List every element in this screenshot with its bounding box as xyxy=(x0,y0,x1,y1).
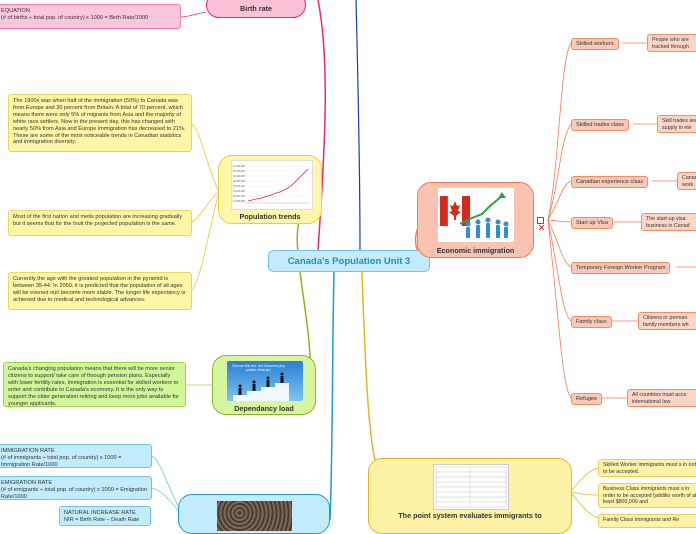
mindmap-connectors xyxy=(151,0,696,520)
population-trends-topic[interactable]: 31,000,000 30,000,000 29,000,000 28,000,… xyxy=(218,155,322,224)
trends-immigration-note[interactable]: The 1900s was when half of the immigrati… xyxy=(8,94,192,152)
birth-rate-title: Birth rate xyxy=(240,4,272,13)
central-topic[interactable]: Canada's Population Unit 3 xyxy=(268,250,430,272)
canadian-experience-note[interactable]: Canad work xyxy=(677,172,696,190)
y-tick: 30,000,000 xyxy=(233,170,246,173)
population-trend-line xyxy=(247,168,309,202)
class-skilled-trades[interactable]: Skilled trades class xyxy=(571,119,629,131)
dependancy-load-title: Dependancy load xyxy=(234,404,294,413)
point-system-topic[interactable]: The point system evaluates immigrants to xyxy=(368,458,572,534)
class-temporary-foreign-worker[interactable]: Temporary Foreign Worker Program xyxy=(571,262,671,274)
y-tick: 27,000,000 xyxy=(233,185,246,188)
point-business-class-note[interactable]: Business Class immigrants must s in orde… xyxy=(598,483,696,508)
point-system-title: The point system evaluates immigrants to xyxy=(398,511,542,520)
birth-rate-topic[interactable]: Birth rate xyxy=(206,0,306,18)
migration-topic[interactable] xyxy=(178,494,330,534)
dependancy-image: Remove this text: Get Outcomes (top port… xyxy=(227,361,303,401)
collapse-toggle-icon[interactable] xyxy=(537,217,545,231)
y-tick: 31,000,000 xyxy=(233,165,246,168)
dependancy-image-caption: Remove this text: Get Outcomes (top port… xyxy=(232,364,285,372)
population-line-chart: 31,000,000 30,000,000 29,000,000 28,000,… xyxy=(233,165,310,204)
start-up-visa-note[interactable]: The start-up visa business in Canad xyxy=(641,213,696,231)
dependancy-load-note[interactable]: Canada's changing population means that … xyxy=(3,362,186,407)
economic-immigration-topic[interactable]: Economic immigration xyxy=(417,182,534,258)
economic-immigration-title: Economic immigration xyxy=(436,246,515,255)
steps-people-icon xyxy=(233,372,289,401)
y-tick: 25,000,000 xyxy=(233,195,246,198)
trends-age-pyramid-note[interactable]: Currently the age with the greatest popu… xyxy=(8,272,192,310)
birth-rate-equation-note[interactable]: EQUATION (# of births ÷ total pop. of co… xyxy=(0,4,181,29)
canada-flag-icon xyxy=(440,192,509,238)
y-tick: 24,000,000 xyxy=(233,200,246,203)
class-start-up-visa[interactable]: Start up Visa xyxy=(571,217,613,229)
population-trends-title: Population trends xyxy=(239,212,301,221)
y-tick: 28,000,000 xyxy=(233,180,246,183)
point-table-icon xyxy=(435,466,507,508)
natural-increase-note[interactable]: NATURAL INCREASE RATE NIR = Birth Rate –… xyxy=(59,506,151,526)
y-tick: 29,000,000 xyxy=(233,175,246,178)
point-family-class-note[interactable]: Family Class immigrants and Re xyxy=(598,514,696,528)
dependancy-load-topic[interactable]: Remove this text: Get Outcomes (top port… xyxy=(212,355,316,415)
skilled-trades-note[interactable]: Skill trades are supply in ele xyxy=(657,115,696,133)
trends-first-nations-note[interactable]: Most of the first nation and metis popul… xyxy=(8,210,192,236)
class-family[interactable]: Family class xyxy=(571,316,612,328)
point-skilled-worker-note[interactable]: Skilled Worker immigrants must s in orde… xyxy=(598,459,696,477)
y-tick: 26,000,000 xyxy=(233,190,246,193)
skilled-workers-note[interactable]: People who are tracked through xyxy=(647,34,696,52)
class-refugee[interactable]: Refugee xyxy=(571,393,603,405)
class-canadian-experience[interactable]: Canadian experience class xyxy=(571,176,649,188)
canada-flag-people-image xyxy=(438,188,514,242)
family-class-note[interactable]: Citizens or perman family members wh xyxy=(638,312,696,330)
class-skilled-workers[interactable]: Skilled workers xyxy=(571,38,619,50)
refugee-note[interactable]: All countries must acce international la… xyxy=(627,389,696,407)
population-chart-thumbnail: 31,000,000 30,000,000 29,000,000 28,000,… xyxy=(231,160,313,210)
emigration-rate-note[interactable]: EMIGRATION RATE (# of emigrants ÷ total … xyxy=(0,476,152,500)
crowd-image xyxy=(217,501,292,531)
point-table-thumbnail xyxy=(433,464,509,510)
immigration-rate-note[interactable]: IMMIGRATION RATE (# of immigrants ÷ tota… xyxy=(0,444,152,468)
